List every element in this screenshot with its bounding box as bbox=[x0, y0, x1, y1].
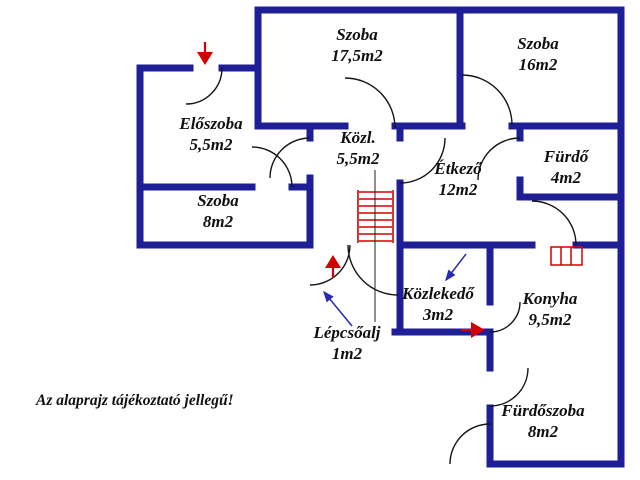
radiator-icon bbox=[550, 246, 583, 266]
room-area: 12m2 bbox=[438, 180, 478, 199]
kozlekedo-pointer-arrow bbox=[445, 253, 467, 282]
room-name: Közl. bbox=[340, 128, 376, 147]
disclaimer-text: Az alaprajz tájékoztató jellegű! bbox=[36, 392, 234, 409]
room-label-kozl: Közl. 5,5m2 bbox=[337, 127, 380, 169]
room-area: 5,5m2 bbox=[336, 149, 380, 168]
room-area: 1m2 bbox=[331, 344, 363, 363]
room-name: Előszoba bbox=[179, 114, 243, 133]
walls bbox=[136, 6, 625, 468]
room-area: 8m2 bbox=[527, 422, 559, 441]
room-name: Fürdőszoba bbox=[501, 401, 585, 420]
room-name: Konyha bbox=[522, 289, 578, 308]
room-name: Lépcsőalj bbox=[313, 323, 381, 342]
room-label-kozlekedo: Közlekedő 3m2 bbox=[402, 283, 474, 325]
room-label-lepcsoalj: Lépcsőalj 1m2 bbox=[313, 322, 380, 364]
door-arcs bbox=[185, 67, 577, 465]
room-area: 8m2 bbox=[202, 212, 234, 231]
room-area: 3m2 bbox=[422, 305, 454, 324]
room-name: Étkező bbox=[434, 159, 482, 178]
lepcsoalj-pointer-arrow bbox=[323, 290, 353, 327]
room-label-konyha: Konyha 9,5m2 bbox=[523, 288, 578, 330]
room-name: Közlekedő bbox=[402, 284, 474, 303]
room-name: Fürdő bbox=[543, 147, 589, 166]
room-label-szoba-8: Szoba 8m2 bbox=[197, 190, 239, 232]
room-label-furdoszoba: Fürdőszoba 8m2 bbox=[501, 400, 584, 442]
room-name: Szoba bbox=[336, 25, 378, 44]
room-label-szoba-17-5: Szoba 17,5m2 bbox=[331, 24, 382, 66]
room-label-furdo: Fürdő 4m2 bbox=[544, 146, 588, 188]
room-label-etkezo: Étkező 12m2 bbox=[434, 158, 481, 200]
up-arrow-icon bbox=[325, 255, 341, 278]
room-area: 17,5m2 bbox=[331, 46, 383, 65]
room-area: 4m2 bbox=[550, 168, 582, 187]
room-label-eloszoba: Előszoba 5,5m2 bbox=[179, 113, 242, 155]
room-area: 16m2 bbox=[518, 55, 558, 74]
room-area: 5,5m2 bbox=[189, 135, 233, 154]
room-name: Szoba bbox=[517, 34, 559, 53]
right-arrow-icon bbox=[461, 322, 485, 338]
room-area: 9,5m2 bbox=[528, 310, 572, 329]
entrance-arrow-icon bbox=[197, 42, 213, 65]
room-label-szoba-16: Szoba 16m2 bbox=[517, 33, 559, 75]
room-name: Szoba bbox=[197, 191, 239, 210]
